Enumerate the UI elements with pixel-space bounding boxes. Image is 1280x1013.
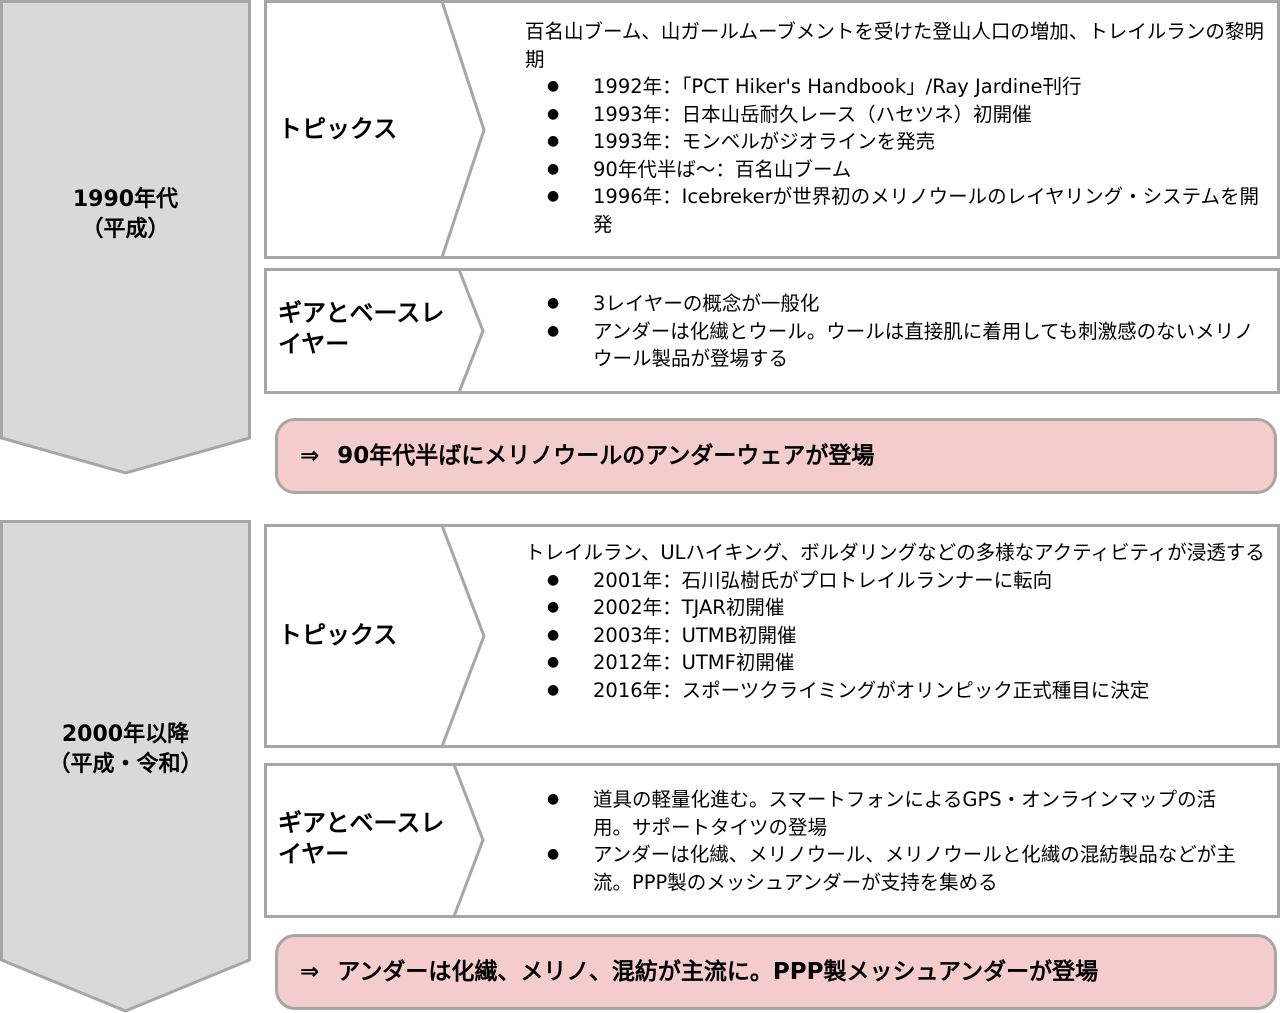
bullet-icon: ● (547, 322, 560, 339)
bullet-icon: ● (547, 78, 560, 94)
era-2000s-topics-box: トピックス トレイルラン、ULハイキング、ボルダリングなどの多様なアクティビティ… (264, 524, 1280, 748)
list-item: ●アンダーは化繊、メリノウール、メリノウールと化繊の混紡製品などが主流。PPP製… (547, 843, 1236, 894)
topics-intro: トレイルラン、ULハイキング、ボルダリングなどの多様なアクティビティが浸透する (525, 541, 1265, 564)
list-item: ●2003年：UTMB初開催 (525, 622, 1265, 650)
bullet-icon: ● (547, 105, 560, 122)
bullet-icon: ● (547, 681, 560, 698)
bullet-icon: ● (547, 846, 560, 862)
era-2000s-summary: ⇒ アンダーは化繊、メリノ、混紡が主流に。PPP製メッシュアンダーが登場 (275, 934, 1277, 1010)
gear-box-frame (264, 268, 1280, 394)
list-item: ●道具の軽量化進む。スマートフォンによるGPS・オンラインマップの活用。サポート… (547, 788, 1217, 839)
gear-heading: ギアとベースレ イヤー (278, 809, 445, 868)
era-1990s-chevron: 1990年代 （平成） (0, 0, 251, 475)
list-item: ●1993年：モンベルがジオラインを発売 (525, 128, 1265, 156)
list-item: ●1992年：「PCT Hiker's Handbook」/Ray Jardin… (525, 73, 1265, 101)
list-item: ●2001年：石川弘樹氏がプロトレイルランナーに転向 (525, 567, 1265, 595)
gear-heading: ギアとベースレ イヤー (278, 299, 445, 358)
bullet-icon: ● (547, 626, 560, 643)
topics-intro: 百名山ブーム、山ガールムーブメントを受けた登山人口の増加、トレイルランの黎明期 (525, 20, 1264, 71)
topics-heading: トピックス (278, 115, 398, 143)
era-2000s-chevron: 2000年以降 （平成・令和） (0, 520, 251, 1013)
list-item: ●1996年：Icebrekerが世界初のメリノウールのレイヤリング・システムを… (547, 185, 1260, 236)
topics-box-frame (264, 0, 1280, 259)
list-item: ●アンダーは化繊とウール。ウールは直接肌に着用しても刺激感のないメリノウール製品… (547, 319, 1254, 371)
topics-box-frame (264, 524, 1280, 748)
bullet-icon: ● (547, 188, 560, 204)
list-item: ●2002年：TJAR初開催 (525, 594, 1265, 622)
era-2000s-label: 2000年以降 （平成・令和） (48, 722, 203, 777)
bullet-icon: ● (547, 160, 560, 177)
bullet-icon: ● (547, 599, 560, 615)
era-1990s-summary: ⇒ 90年代半ばにメリノウールのアンダーウェアが登場 (275, 418, 1277, 494)
gear-content: ●3レイヤーの概念が一般化 ●アンダーは化繊とウール。ウールは直接肌に着用しても… (525, 290, 1255, 373)
arrow-icon: ⇒ (300, 443, 320, 469)
list-item: ●3レイヤーの概念が一般化 (525, 290, 1255, 318)
era-1990s-gear-box: ギアとベースレ イヤー ●3レイヤーの概念が一般化 ●アンダーは化繊とウール。ウ… (264, 268, 1280, 394)
era-1990s-topics-box: トピックス 百名山ブーム、山ガールムーブメントを受けた登山人口の増加、トレイルラ… (264, 0, 1280, 259)
bullet-icon: ● (547, 791, 560, 807)
topics-heading: トピックス (278, 621, 398, 649)
era-2000s-chevron-shape (0, 520, 251, 1013)
topics-content: 百名山ブーム、山ガールムーブメントを受けた登山人口の増加、トレイルランの黎明期 … (525, 18, 1265, 238)
list-item: ●90年代半ば～：百名山ブーム (525, 156, 1265, 184)
era-1990s-chevron-shape (0, 0, 251, 475)
gear-content: ●道具の軽量化進む。スマートフォンによるGPS・オンラインマップの活用。サポート… (525, 786, 1255, 896)
bullet-icon: ● (547, 295, 560, 311)
summary-text: アンダーは化繊、メリノ、混紡が主流に。PPP製メッシュアンダーが登場 (337, 959, 1099, 985)
bullet-icon: ● (547, 133, 560, 149)
bullet-icon: ● (547, 571, 560, 588)
era-1990s-label: 1990年代 （平成） (72, 187, 179, 242)
arrow-icon: ⇒ (300, 959, 320, 985)
summary-text: 90年代半ばにメリノウールのアンダーウェアが登場 (337, 443, 875, 469)
topics-content: トレイルラン、ULハイキング、ボルダリングなどの多様なアクティビティが浸透する … (525, 539, 1265, 704)
era-2000s-gear-box: ギアとベースレ イヤー ●道具の軽量化進む。スマートフォンによるGPS・オンライ… (264, 763, 1280, 918)
list-item: ●1993年：日本山岳耐久レース（ハセツネ）初開催 (525, 101, 1265, 129)
list-item: ●2012年：UTMF初開催 (525, 649, 1265, 677)
list-item: ●2016年：スポーツクライミングがオリンピック正式種目に決定 (525, 677, 1265, 705)
gear-box-frame (264, 763, 1280, 918)
bullet-icon: ● (547, 654, 560, 670)
